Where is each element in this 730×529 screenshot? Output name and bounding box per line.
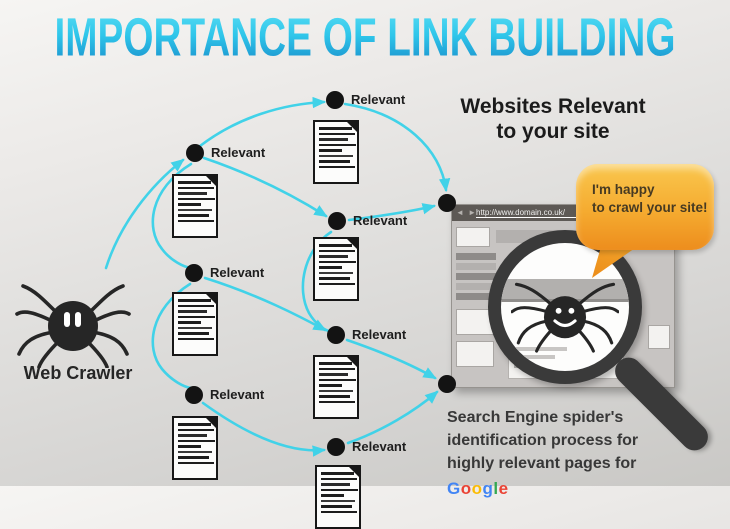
back-icon: ◄ <box>456 208 465 217</box>
wireframe-block <box>456 341 494 367</box>
wireframe-block <box>456 227 490 247</box>
websites-relevant-heading: Websites Relevant to your site <box>438 94 668 144</box>
bubble-line2: to crawl your site! <box>592 200 708 215</box>
relevant-label: Relevant <box>211 145 266 160</box>
caption-line3: highly relevant pages for <box>447 455 637 472</box>
relevant-label: Relevant <box>353 213 408 228</box>
relevant-label: Relevant <box>210 387 265 402</box>
wireframe-navbar <box>456 273 496 280</box>
magnified-spider-icon <box>511 282 619 353</box>
wireframe-block <box>456 309 494 335</box>
node-dot <box>326 91 344 109</box>
document-icon <box>313 355 359 419</box>
target-site-node <box>438 194 456 212</box>
node-dot <box>328 212 346 230</box>
speech-bubble: I'm happy to crawl your site! <box>576 164 714 250</box>
relevant-label: Relevant <box>351 92 406 107</box>
bubble-line1: I'm happy <box>592 182 655 197</box>
page-fold-corner <box>345 355 359 369</box>
heading-line1: Websites Relevant <box>460 95 646 118</box>
node-dot <box>327 326 345 344</box>
web-crawler-label: Web Crawler <box>23 363 133 383</box>
wireframe-navbar <box>456 253 496 260</box>
forward-icon: ► <box>468 208 478 217</box>
browser-nav-icons: ◄ ► <box>456 208 477 217</box>
document-icon <box>315 465 361 529</box>
browser-url-text: http://www.domain.co.uk/ <box>476 208 593 218</box>
document-icon <box>313 237 359 301</box>
heading-line2: to your site <box>496 120 610 143</box>
document-icon <box>313 120 359 184</box>
wireframe-navbar <box>456 283 496 290</box>
magnifying-glass-icon <box>488 230 642 384</box>
wireframe-navbar <box>456 293 496 300</box>
node-dot <box>186 144 204 162</box>
document-icon <box>172 292 218 356</box>
target-site-node <box>438 375 456 393</box>
relevant-label: Relevant <box>352 439 407 454</box>
page-fold-corner <box>345 237 359 251</box>
google-logo-text: Google <box>447 479 509 498</box>
document-icon <box>172 174 218 238</box>
caption-line2: identification process for <box>447 432 639 449</box>
spider-icon <box>15 284 131 368</box>
wireframe-navbar <box>456 263 496 270</box>
caption-line1: Search Engine spider's <box>447 409 624 426</box>
relevant-label: Relevant <box>210 265 265 280</box>
speech-bubble-text: I'm happy to crawl your site! <box>592 181 708 217</box>
node-dot <box>185 386 203 404</box>
page-fold-corner <box>204 292 218 306</box>
page-title: IMPORTANCE OF LINK BUILDING <box>44 8 686 69</box>
document-icon <box>172 416 218 480</box>
crawl-path-arrows <box>104 96 451 457</box>
page-fold-corner <box>204 174 218 188</box>
node-dot <box>185 264 203 282</box>
relevant-label: Relevant <box>352 327 407 342</box>
node-dot <box>327 438 345 456</box>
magnified-page-line <box>507 355 555 359</box>
page-fold-corner <box>347 465 361 479</box>
page-fold-corner <box>345 120 359 134</box>
wireframe-block <box>648 325 670 349</box>
page-fold-corner <box>204 416 218 430</box>
caption-text: Search Engine spider's identification pr… <box>447 406 638 475</box>
